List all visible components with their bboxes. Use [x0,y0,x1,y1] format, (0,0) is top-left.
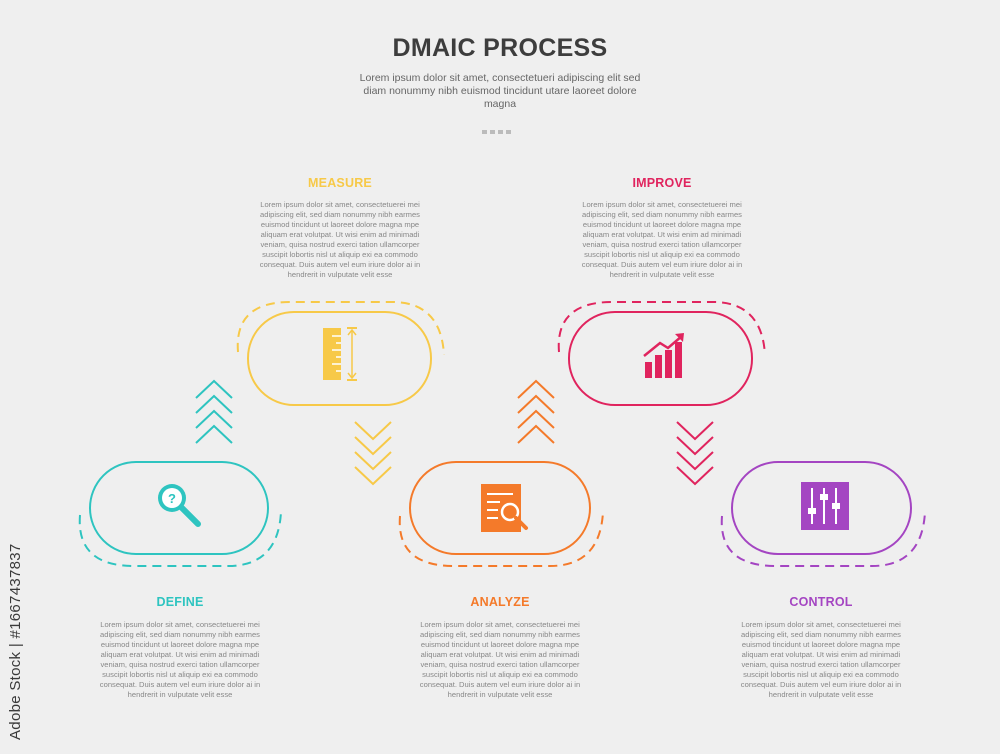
step-title-analyze: ANALYZE [470,595,530,609]
control-capsule [720,461,926,567]
watermark-text: Adobe Stock | #1667437837 [7,543,24,740]
sliders-icon [801,482,849,530]
step-desc-control: Lorem ipsum dolor sit amet, consectetuer… [740,620,902,699]
analyze-capsule [398,461,604,567]
chevron-up-arrow-define [195,379,233,444]
define-capsule [78,461,282,567]
step-title-measure: MEASURE [308,176,372,190]
step-desc-improve: Lorem ipsum dolor sit amet, consectetuer… [581,200,743,279]
stock-watermark: Adobe Stock | #1667437837 [3,490,27,740]
page-title: DMAIC PROCESS [392,34,608,62]
chevron-up-arrow-analyze [517,379,555,444]
ruler-icon [323,327,357,381]
chevron-down-arrow-improve [676,421,714,486]
step-title-improve: IMPROVE [632,176,692,190]
chevron-down-arrow-measure [354,421,392,486]
step-desc-measure: Lorem ipsum dolor sit amet, consectetuer… [259,200,421,279]
step-title-define: DEFINE [156,595,204,609]
improve-capsule [557,301,766,406]
divider-dots [482,121,522,134]
page-subtitle: Lorem ipsum dolor sit amet, consectetuer… [359,72,641,110]
step-desc-analyze: Lorem ipsum dolor sit amet, consectetuer… [419,620,581,699]
svg-text:?: ? [168,491,176,506]
step-desc-define: Lorem ipsum dolor sit amet, consectetuer… [99,620,261,699]
measure-capsule [236,301,445,406]
growth-chart-icon [643,333,684,378]
document-search-icon [481,484,528,532]
magnifier-question-icon: ? [158,484,201,527]
step-title-control: CONTROL [789,595,853,609]
